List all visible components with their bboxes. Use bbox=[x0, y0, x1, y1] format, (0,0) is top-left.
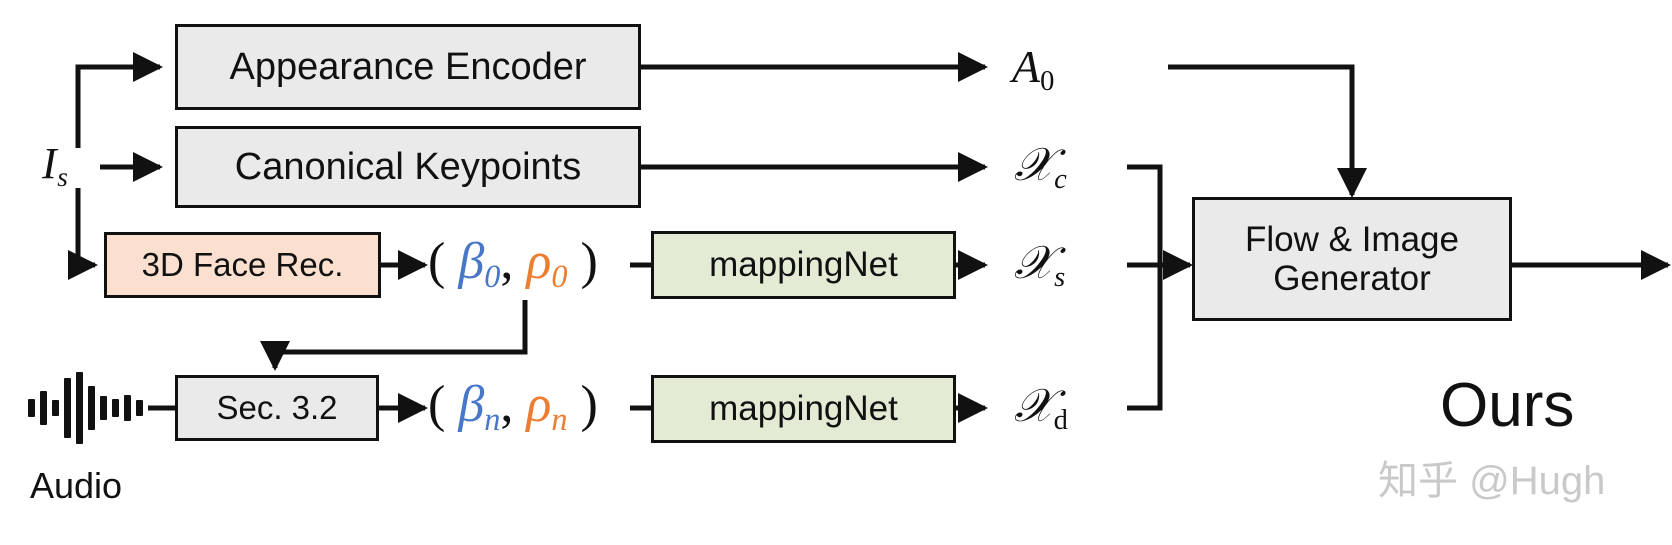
node-canonical-keypoints[interactable]: Canonical Keypoints bbox=[175, 126, 641, 208]
coeff-source-close-paren: ) bbox=[580, 233, 598, 290]
audio-label: Audio bbox=[30, 465, 123, 506]
coeff-driving-rho-sub: n bbox=[551, 401, 568, 438]
edge-coeff0-feedback-to-sec32 bbox=[260, 300, 528, 371]
audio-waveform-icon bbox=[28, 372, 143, 444]
node-mapping-net-driving-label: mappingNet bbox=[709, 389, 898, 429]
node-sec-3-2[interactable]: Sec. 3.2 bbox=[175, 375, 379, 441]
node-mapping-net-source-label: mappingNet bbox=[709, 245, 898, 285]
edge-keypoints-bracket bbox=[1127, 164, 1163, 411]
node-mapping-net-driving[interactable]: mappingNet bbox=[651, 375, 956, 443]
edge-is-to-appearance bbox=[75, 52, 163, 148]
node-sec-3-2-label: Sec. 3.2 bbox=[216, 388, 338, 426]
coefficients-driving: ( βn, ρn ) bbox=[428, 375, 598, 438]
coefficients-source: ( β0, ρ0 ) bbox=[428, 232, 598, 295]
output-appearance-feature-base: A bbox=[1012, 41, 1041, 92]
watermark: 知乎 @Hugh bbox=[1378, 459, 1606, 503]
coeff-source-comma: , bbox=[500, 233, 514, 290]
coeff-source-beta: β bbox=[458, 233, 485, 290]
output-source-keypoints-base: 𝒳 bbox=[1014, 237, 1054, 288]
output-driving-keypoints-sub: d bbox=[1053, 404, 1068, 436]
edge-is-to-facerec bbox=[68, 188, 98, 280]
output-canonical-keypoints-base: 𝒳 bbox=[1014, 139, 1054, 190]
output-appearance-feature-sub: 0 bbox=[1040, 65, 1055, 97]
output-canonical-keypoints-sub: c bbox=[1054, 163, 1067, 195]
output-source-keypoints: 𝒳s bbox=[1014, 236, 1066, 293]
coeff-driving-rho: ρ bbox=[526, 376, 552, 433]
coeff-driving-close-paren: ) bbox=[580, 376, 598, 433]
coeff-driving-open-paren: ( bbox=[428, 376, 446, 433]
coeff-driving-comma: , bbox=[500, 376, 514, 433]
input-source-image-base: I bbox=[42, 139, 57, 188]
node-flow-image-generator[interactable]: Flow & Image Generator bbox=[1192, 197, 1512, 321]
node-appearance-encoder[interactable]: Appearance Encoder bbox=[175, 24, 641, 110]
node-flow-image-generator-line1: Flow & Image bbox=[1245, 219, 1459, 259]
coeff-driving-beta-sub: n bbox=[484, 401, 501, 438]
coeff-source-open-paren: ( bbox=[428, 233, 446, 290]
node-appearance-encoder-label: Appearance Encoder bbox=[229, 45, 587, 88]
output-driving-keypoints-base: 𝒳 bbox=[1014, 380, 1054, 431]
output-source-keypoints-sub: s bbox=[1054, 261, 1066, 293]
diagram-title: Ours bbox=[1440, 371, 1575, 440]
node-mapping-net-source[interactable]: mappingNet bbox=[651, 231, 956, 299]
coeff-source-rho-sub: 0 bbox=[551, 258, 568, 295]
output-canonical-keypoints: 𝒳c bbox=[1014, 138, 1067, 195]
input-source-image-sub: s bbox=[57, 161, 68, 192]
edge-a0-to-generator bbox=[1168, 64, 1367, 198]
coeff-source-beta-sub: 0 bbox=[484, 258, 501, 295]
output-appearance-feature: A0 bbox=[1012, 40, 1054, 97]
node-3d-face-rec-label: 3D Face Rec. bbox=[141, 245, 344, 283]
coeff-driving-beta: β bbox=[458, 376, 485, 433]
output-driving-keypoints: 𝒳d bbox=[1014, 379, 1068, 436]
coeff-source-rho: ρ bbox=[526, 233, 552, 290]
node-3d-face-rec[interactable]: 3D Face Rec. bbox=[104, 232, 381, 298]
node-flow-image-generator-line2: Generator bbox=[1273, 259, 1431, 298]
node-canonical-keypoints-label: Canonical Keypoints bbox=[234, 145, 582, 188]
input-source-image-symbol: Is bbox=[42, 138, 68, 192]
